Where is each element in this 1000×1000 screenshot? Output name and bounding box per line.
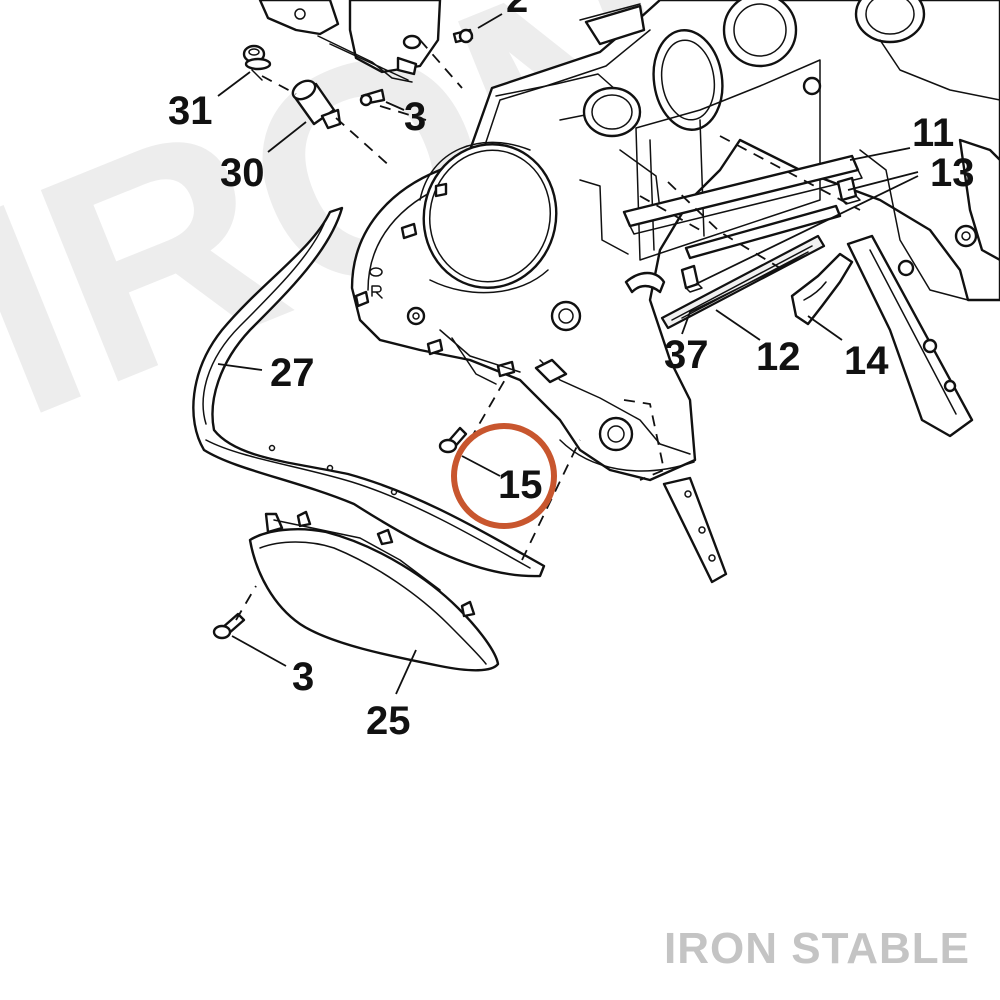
callout-14: 14	[844, 339, 889, 383]
brand-watermark: IRON STABLE	[664, 924, 970, 973]
part-2-bracket-assembly	[258, 0, 442, 83]
part-14-bracket	[790, 252, 854, 326]
callout-25: 25	[366, 699, 411, 743]
screw-part-2	[452, 28, 474, 44]
callout-labels: 2 3 31 30 11 13 27 37 12 14 15 3 25	[168, 0, 975, 743]
callout-3-top: 3	[404, 95, 426, 139]
callout-2: 2	[506, 0, 528, 21]
callout-11: 11	[912, 111, 954, 155]
callout-31: 31	[168, 89, 213, 133]
part-25-lower-cover	[248, 510, 500, 672]
part-11-strip	[622, 154, 863, 235]
part-13-strip	[684, 204, 842, 260]
highlight-circle	[451, 423, 557, 529]
callout-3-bottom: 3	[292, 655, 314, 699]
right-support-bracket	[846, 234, 974, 438]
part-30-socket	[291, 79, 342, 130]
part-13-block-left	[680, 264, 703, 293]
part-12-strip	[660, 234, 826, 330]
part-31-grommet	[242, 44, 272, 81]
callout-12: 12	[756, 335, 801, 379]
screw-part-3-bottom	[212, 612, 246, 640]
screw-part-15	[438, 426, 468, 454]
inner-fairing-main	[350, 0, 1000, 482]
leader-lines	[217, 13, 919, 695]
callout-13: 13	[930, 151, 975, 195]
part-37-clip	[624, 271, 666, 294]
screw-part-3-top	[359, 88, 386, 107]
part-27-trim-strip	[192, 206, 546, 578]
callout-15: 15	[498, 463, 543, 507]
support-bracket-lower	[662, 476, 728, 584]
callout-27: 27	[270, 351, 315, 395]
callout-30: 30	[220, 151, 265, 195]
callout-37: 37	[664, 333, 709, 377]
